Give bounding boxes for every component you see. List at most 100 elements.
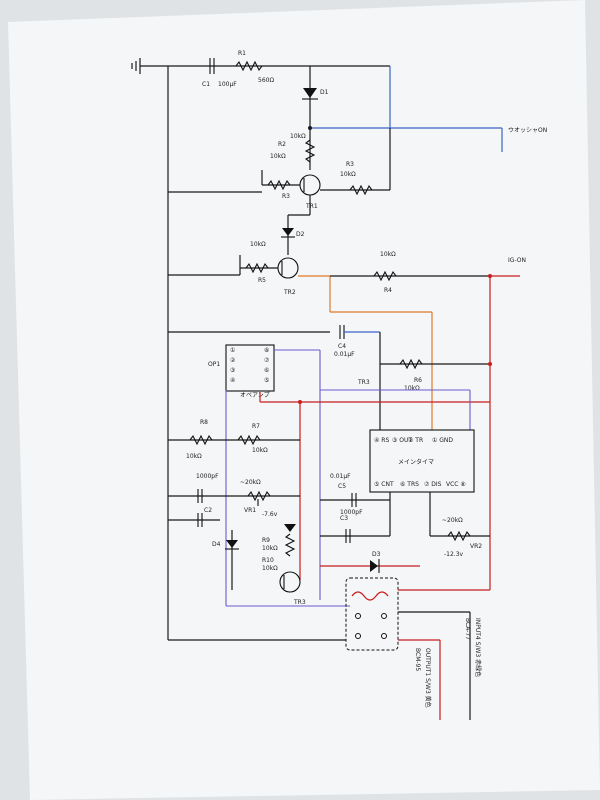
washer-on-label: ウオッシャON (508, 126, 547, 134)
r7-value: 10kΩ (252, 447, 268, 454)
relay-contact (381, 633, 387, 639)
d3-ref: D3 (372, 551, 381, 558)
c1-ref: C1 (202, 81, 210, 88)
timer-pin-dis: ⑦ DIS (424, 481, 442, 488)
c-1000pf-value: 1000pF (196, 473, 219, 480)
r2-ref: R2 (278, 141, 286, 148)
relay-contact (355, 613, 361, 619)
resistor-r5 (245, 262, 269, 274)
r3b-value: 10kΩ (340, 171, 356, 178)
r1-value: 560Ω (258, 77, 274, 84)
resistor-r7 (237, 434, 261, 446)
tr2-ref: TR2 (283, 289, 296, 296)
input-model-label: BCA-77 (464, 618, 471, 640)
resistor-r4 (373, 270, 397, 282)
junction (308, 126, 312, 130)
tr3-label: TR3 (357, 379, 370, 386)
opamp-pin-2: ② (230, 357, 236, 364)
r2-value: 10kΩ (290, 133, 306, 140)
r9-ref: R9 (262, 537, 270, 544)
r1-ref: R1 (238, 50, 246, 57)
r6-ref: R6 (414, 377, 422, 384)
timer-name: メインタイマ (398, 458, 434, 466)
r5-ref: R5 (258, 277, 266, 284)
tr1-ref: TR1 (305, 203, 318, 210)
opamp-pin-5: ⑤ (264, 377, 269, 384)
c5-value: 0.01μF (330, 473, 351, 480)
timer-pin-out: ③ OUT (392, 437, 412, 444)
opamp-pin-3: ③ (230, 367, 235, 374)
c1-value: 100μF (218, 81, 237, 88)
vr2-ref: VR2 (470, 543, 482, 550)
input-label: INPUT4 S/W3 赤緑色 (474, 618, 482, 677)
c4-ref: C4 (338, 343, 346, 350)
vr2-value: ~20kΩ (442, 517, 463, 524)
timer-pin-vcc: VCC ⑧ (446, 481, 466, 488)
vr1-note: -7.6v (262, 511, 278, 518)
c5-ref: C5 (338, 483, 346, 490)
c3-value: 1000pF (340, 509, 363, 516)
vr2-note: -12.3v (444, 551, 464, 558)
diode-d2 (281, 228, 295, 238)
c3-ref: C3 (340, 515, 348, 522)
d2-ref: D2 (296, 231, 305, 238)
potentiometer-vr1 (247, 490, 271, 506)
diode-d4 (225, 540, 239, 550)
r4-ref: R4 (384, 287, 392, 294)
resistor-r9 (284, 533, 296, 557)
d1-ref: D1 (320, 89, 329, 96)
opamp-pin-8: ⑧ (264, 347, 269, 354)
r10-ref: R10 (262, 557, 274, 564)
capacitor-1000pf (197, 489, 203, 503)
opamp-pin-6: ⑥ (264, 367, 269, 374)
opamp-pin-4: ④ (230, 377, 235, 384)
junction (298, 400, 302, 404)
main-timer (369, 429, 475, 493)
relay-box (345, 577, 399, 651)
paper-sheet (8, 0, 600, 800)
r3-ref: R3 (282, 193, 290, 200)
r4-value: 10kΩ (380, 251, 396, 258)
r3b-ref: R3 (346, 161, 354, 168)
opamp-pin-7: ⑦ (264, 357, 270, 364)
capacitor-c3 (345, 529, 351, 543)
vr1-value: ~20kΩ (240, 479, 261, 486)
relay-contact (381, 613, 387, 619)
c4-value: 0.01μF (334, 351, 355, 358)
r10-value: 10kΩ (262, 565, 278, 572)
output-label: OUTPUT1 S/W3 黄色 (424, 648, 432, 708)
junction (488, 274, 492, 278)
r8-ref: R8 (200, 419, 208, 426)
timer-pin-gnd: ① GND (432, 437, 453, 444)
resistor-r8 (189, 434, 213, 446)
timer-pin-tr: ② TR (408, 437, 423, 444)
r8-value: 10kΩ (186, 453, 202, 460)
timer-pin-trs: ⑥ TRS (400, 481, 419, 488)
timer-pin-rs: ④ RS (374, 437, 389, 444)
vr1-ref: VR1 (244, 507, 256, 514)
r5-value: 10kΩ (250, 241, 266, 248)
diode-d3 (370, 559, 380, 573)
resistor-r3b (349, 184, 373, 196)
timer-pin-cnt: ⑤ CNT (374, 481, 394, 488)
op1-ref: OP1 (208, 361, 220, 368)
diode-small (284, 524, 296, 532)
resistor-r1 (235, 60, 263, 72)
r7-ref: R7 (252, 423, 260, 430)
ig-on-label: IG-ON (508, 257, 526, 264)
capacitor-c5 (351, 493, 357, 507)
r9-value: 10kΩ (262, 545, 278, 552)
relay-coil (351, 591, 389, 601)
transistor-tr3 (279, 571, 301, 593)
c2-ref: C2 (204, 507, 212, 514)
opamp-pin-1: ① (230, 347, 235, 354)
r3-value: 10kΩ (270, 153, 286, 160)
junction (488, 362, 492, 366)
d4-ref: D4 (212, 541, 221, 548)
tr3-ref: TR3 (293, 599, 306, 606)
capacitor-c1 (209, 58, 215, 74)
opamp-name: オペアンプ (240, 392, 270, 399)
opamp-op1 (225, 344, 275, 392)
